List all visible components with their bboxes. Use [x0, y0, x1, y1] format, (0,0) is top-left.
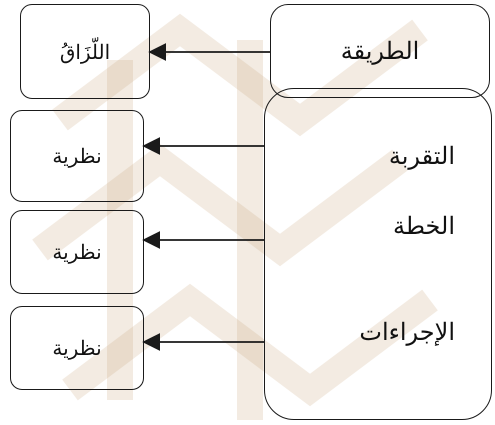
plan-label: الخطة: [392, 212, 455, 240]
theory-box-3: نظرية: [10, 306, 144, 390]
procedures-label: الإجراءات: [359, 318, 455, 346]
method-label: الطريقة: [340, 37, 420, 65]
approach-label: التقربة: [388, 142, 455, 170]
adhesion-label: اللّزَاقُ: [59, 39, 111, 64]
theory-label-1: نظرية: [52, 144, 102, 168]
theory-box-2: نظرية: [10, 210, 144, 294]
method-box: الطريقة: [270, 4, 490, 98]
theory-label-3: نظرية: [52, 336, 102, 360]
adhesion-box: اللّزَاقُ: [20, 4, 150, 99]
theory-box-1: نظرية: [10, 110, 144, 202]
theory-label-2: نظرية: [52, 240, 102, 264]
approach-plan-procedures-box: [264, 88, 492, 420]
